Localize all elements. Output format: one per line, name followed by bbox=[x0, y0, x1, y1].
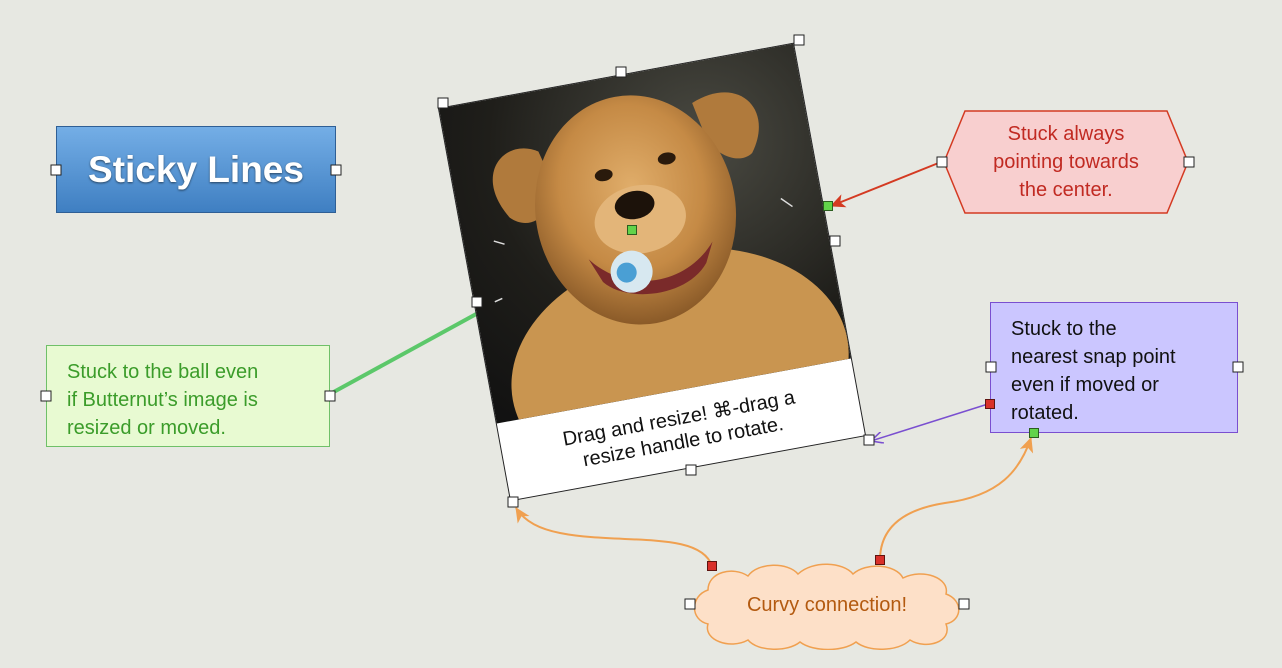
cloud-right-handle[interactable] bbox=[958, 598, 970, 610]
green-callout-line-3: resized or moved. bbox=[67, 417, 226, 439]
dog-illustration bbox=[492, 92, 849, 424]
red-left-handle[interactable] bbox=[936, 156, 948, 168]
red-callout-line-3: the center. bbox=[1019, 179, 1113, 201]
cloud-callout-text: Curvy connection! bbox=[746, 593, 908, 616]
photo-top-handle[interactable] bbox=[615, 66, 627, 78]
purple-callout-line-3: even if moved or bbox=[1011, 374, 1159, 396]
purple-snap-point-left[interactable] bbox=[985, 399, 995, 409]
orange-curve-connector-right[interactable] bbox=[879, 437, 1034, 561]
title-box[interactable]: Sticky Lines bbox=[56, 126, 336, 213]
red-callout-line-1: Stuck always bbox=[1007, 123, 1125, 145]
photo-top-right-handle[interactable] bbox=[793, 34, 805, 46]
photo-left-handle[interactable] bbox=[471, 296, 483, 308]
red-callout-line-2: pointing towards bbox=[993, 151, 1139, 173]
cloud-left-handle[interactable] bbox=[684, 598, 696, 610]
purple-callout-line-1: Stuck to the bbox=[1011, 318, 1117, 340]
green-callout-box[interactable]: Stuck to the ball even if Butternut’s im… bbox=[46, 345, 330, 447]
green-left-handle[interactable] bbox=[40, 390, 52, 402]
green-callout-line-1: Stuck to the ball even bbox=[67, 361, 259, 383]
photo-right-handle[interactable] bbox=[829, 235, 841, 247]
purple-callout-box[interactable]: Stuck to the nearest snap point even if … bbox=[990, 302, 1238, 433]
green-right-handle[interactable] bbox=[324, 390, 336, 402]
purple-callout-line-2: nearest snap point bbox=[1011, 346, 1176, 368]
cloud-snap-point-left[interactable] bbox=[707, 561, 717, 571]
title-right-handle[interactable] bbox=[330, 164, 342, 176]
red-connector-line[interactable] bbox=[830, 161, 942, 208]
red-right-handle[interactable] bbox=[1183, 156, 1195, 168]
photo-bottom-handle[interactable] bbox=[685, 464, 697, 476]
orange-curve-connector-left[interactable] bbox=[515, 507, 713, 567]
purple-callout-line-4: rotated. bbox=[1011, 402, 1079, 424]
red-callout-text: Stuck always pointing towards the center… bbox=[965, 110, 1167, 214]
photo-edge-snap-point[interactable] bbox=[823, 201, 833, 211]
title-label: Sticky Lines bbox=[88, 148, 304, 190]
purple-right-handle[interactable] bbox=[1232, 361, 1244, 373]
green-callout-line-2: if Butternut’s image is bbox=[67, 389, 258, 411]
title-left-handle[interactable] bbox=[50, 164, 62, 176]
ball-snap-point[interactable] bbox=[627, 225, 637, 235]
cloud-shape[interactable] bbox=[688, 560, 966, 650]
purple-left-handle[interactable] bbox=[985, 361, 997, 373]
purple-snap-point-bottom[interactable] bbox=[1029, 428, 1039, 438]
purple-connector-line[interactable] bbox=[871, 403, 989, 441]
photo-frame[interactable]: Drag and resize! ⌘-drag a resize handle … bbox=[437, 42, 867, 502]
photo-top-left-handle[interactable] bbox=[437, 97, 449, 109]
photo-bottom-left-handle[interactable] bbox=[507, 496, 519, 508]
cloud-snap-point-right[interactable] bbox=[875, 555, 885, 565]
dog-photo[interactable] bbox=[439, 43, 851, 424]
photo-bottom-right-handle[interactable] bbox=[863, 434, 875, 446]
